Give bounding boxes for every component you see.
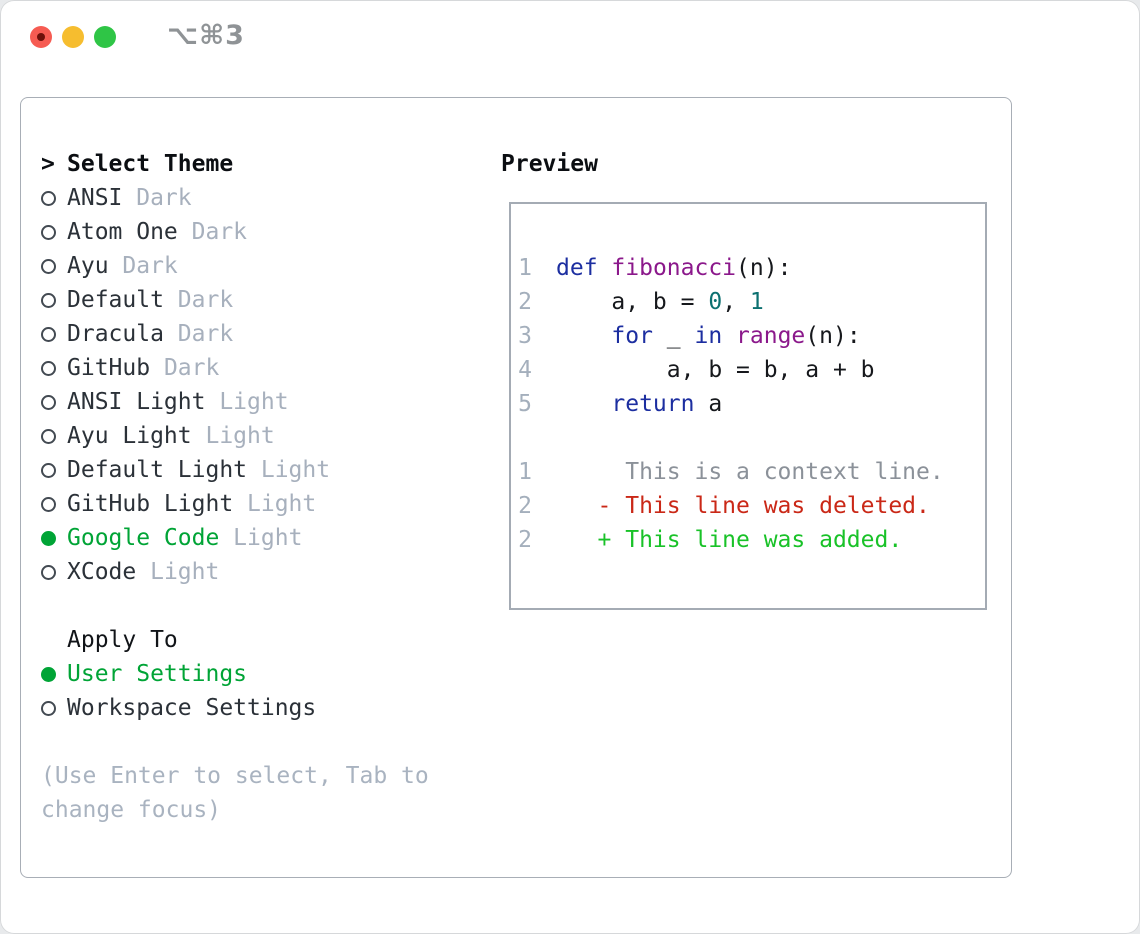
radio-icon: [41, 224, 56, 240]
theme-variant: Light: [205, 389, 289, 415]
theme-option[interactable]: GitHub Light Light: [41, 487, 477, 521]
theme-option[interactable]: Google Code Light: [41, 521, 477, 555]
preview-title: Preview: [501, 151, 598, 177]
close-dot-icon: [37, 33, 45, 41]
apply-to-option[interactable]: User Settings: [41, 657, 477, 691]
theme-option[interactable]: GitHub Dark: [41, 351, 477, 385]
radio-icon: [41, 258, 56, 274]
prompt-icon: >: [41, 151, 55, 177]
minimize-button[interactable]: [62, 26, 84, 48]
theme-option[interactable]: Default Light Light: [41, 453, 477, 487]
radio-icon: [41, 292, 56, 308]
theme-variant: Dark: [163, 321, 234, 347]
diff-line: 2 - This line was deleted.: [518, 489, 985, 523]
select-theme-header: > Select Theme: [41, 147, 477, 181]
code-line: 5 return a: [518, 387, 985, 421]
radio-icon: [41, 462, 56, 478]
line-number: 2: [518, 493, 532, 519]
apply-to-option[interactable]: Workspace Settings: [41, 691, 477, 725]
theme-option[interactable]: ANSI Light Light: [41, 385, 477, 419]
theme-variant: Dark: [150, 355, 220, 381]
code-line: 2 a, b = 0, 1: [518, 285, 985, 319]
radio-icon: [41, 564, 56, 580]
theme-option[interactable]: XCode Light: [41, 555, 477, 589]
radio-icon: [41, 394, 56, 410]
theme-name: Atom One: [67, 219, 178, 245]
theme-name: ANSI: [67, 185, 123, 211]
apply-to-label: Workspace Settings: [67, 695, 317, 721]
theme-variant: Light: [219, 525, 303, 551]
window-controls: [30, 26, 116, 48]
line-number: 3: [518, 323, 532, 349]
theme-name: XCode: [67, 559, 137, 585]
theme-variant: Dark: [163, 287, 234, 313]
diff-line: 2 + This line was added.: [518, 523, 985, 557]
theme-name: Default: [67, 287, 164, 313]
line-number: 4: [518, 357, 532, 383]
code-line: 4 a, b = b, a + b: [518, 353, 985, 387]
radio-selected-icon: [41, 530, 56, 546]
radio-icon: [41, 190, 56, 206]
radio-icon: [41, 496, 56, 512]
spacer: [41, 589, 477, 623]
code-line: 3 for _ in range(n):: [518, 319, 985, 353]
theme-variant: Dark: [177, 219, 248, 245]
apply-to-header: Apply To: [41, 623, 477, 657]
theme-variant: Light: [191, 423, 275, 449]
line-number: 2: [518, 527, 532, 553]
theme-option[interactable]: Default Dark: [41, 283, 477, 317]
theme-name: Dracula: [67, 321, 164, 347]
line-number: 2: [518, 289, 532, 315]
theme-option[interactable]: ANSI Dark: [41, 181, 477, 215]
select-theme-title: Select Theme: [67, 151, 234, 177]
diff-preview: 1 This is a context line.2 - This line w…: [518, 455, 985, 557]
theme-option[interactable]: Dracula Dark: [41, 317, 477, 351]
line-number: 1: [518, 459, 532, 485]
theme-name: Google Code: [67, 525, 220, 551]
theme-name: Default Light: [67, 457, 248, 483]
radio-icon: [41, 428, 56, 444]
window-title: ⌥⌘3: [167, 20, 245, 51]
theme-name: ANSI Light: [67, 389, 206, 415]
apply-to-title: Apply To: [67, 627, 178, 653]
line-number: 5: [518, 391, 532, 417]
theme-name: GitHub Light: [67, 491, 234, 517]
theme-variant: Light: [136, 559, 220, 585]
radio-selected-icon: [41, 666, 56, 682]
zoom-button[interactable]: [94, 26, 116, 48]
theme-option[interactable]: Ayu Dark: [41, 249, 477, 283]
theme-name: Ayu: [67, 253, 109, 279]
close-button[interactable]: [30, 26, 52, 48]
theme-variant: Dark: [108, 253, 178, 279]
line-number: 1: [518, 255, 532, 281]
radio-icon: [41, 360, 56, 376]
theme-option[interactable]: Atom One Dark: [41, 215, 477, 249]
radio-icon: [41, 326, 56, 342]
radio-icon: [41, 700, 56, 716]
theme-name: Ayu Light: [67, 423, 192, 449]
theme-variant: Dark: [122, 185, 192, 211]
theme-variant: Light: [247, 457, 331, 483]
diff-line: 1 This is a context line.: [518, 455, 985, 489]
apply-to-label: User Settings: [67, 661, 248, 687]
keyboard-hint: (Use Enter to select, Tab to change focu…: [41, 763, 429, 823]
theme-name: GitHub: [67, 355, 151, 381]
theme-variant: Light: [233, 491, 317, 517]
theme-option[interactable]: Ayu Light Light: [41, 419, 477, 453]
